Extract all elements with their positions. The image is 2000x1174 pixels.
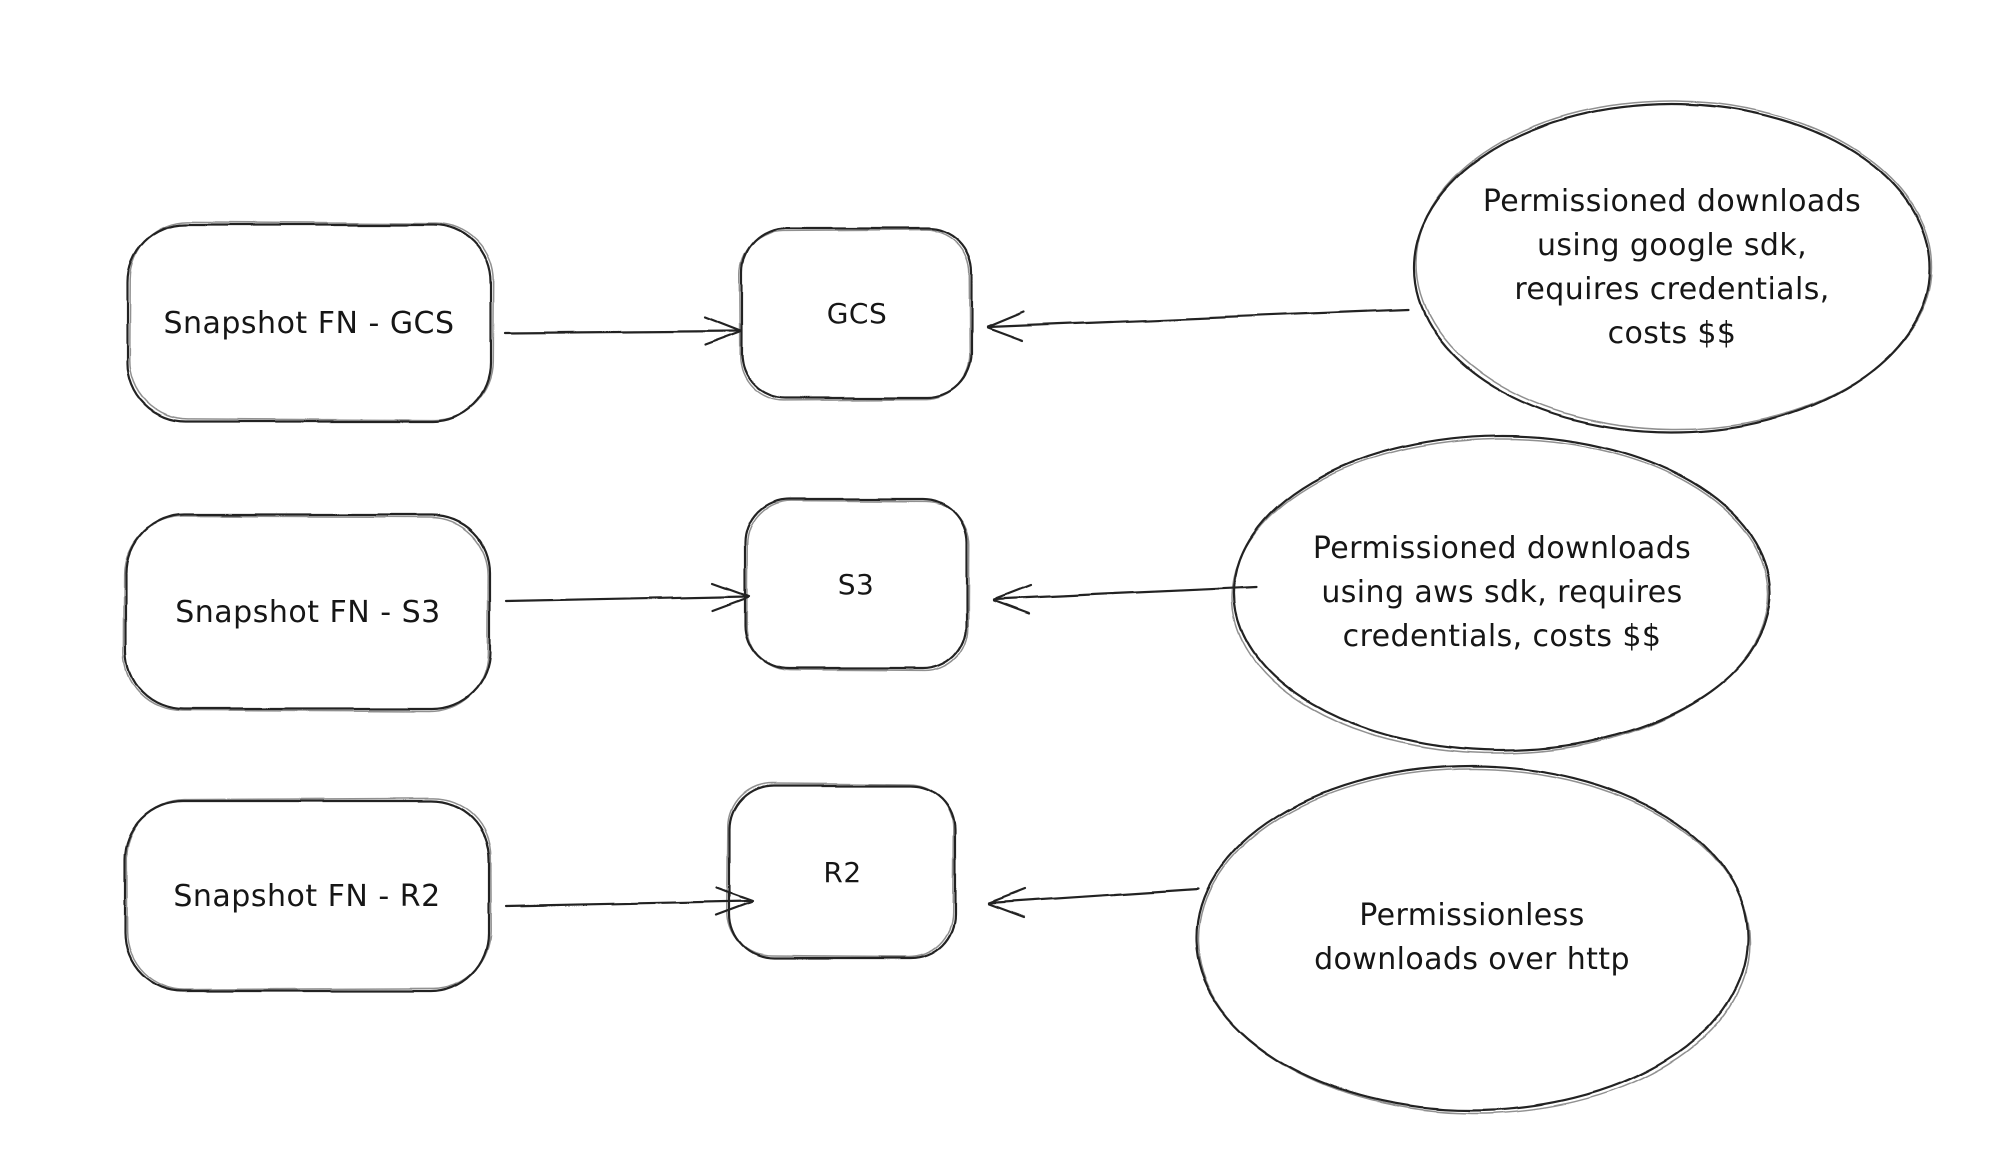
snapshot-fn-gcs-to-gcs-arrow[interactable] — [503, 315, 743, 347]
snapshot-fn-s3-box[interactable] — [123, 513, 492, 713]
s3-note-ellipse[interactable] — [1231, 434, 1772, 755]
r2-note-to-r2-arrow[interactable] — [987, 887, 1200, 919]
r2-note-ellipse[interactable] — [1194, 764, 1751, 1115]
snapshot-fn-r2-to-r2-arrow[interactable] — [504, 886, 755, 917]
gcs-note-ellipse[interactable] — [1412, 98, 1934, 434]
gcs-box[interactable] — [739, 226, 974, 402]
r2-box[interactable] — [726, 782, 957, 960]
snapshot-fn-s3-to-s3-arrow[interactable] — [504, 581, 751, 612]
snapshot-fn-r2-box[interactable] — [123, 797, 492, 993]
s3-box[interactable] — [743, 497, 970, 673]
gcs-note-to-gcs-arrow[interactable] — [985, 308, 1410, 343]
snapshot-fn-gcs-box[interactable] — [125, 221, 495, 423]
s3-note-to-s3-arrow[interactable] — [992, 583, 1259, 615]
